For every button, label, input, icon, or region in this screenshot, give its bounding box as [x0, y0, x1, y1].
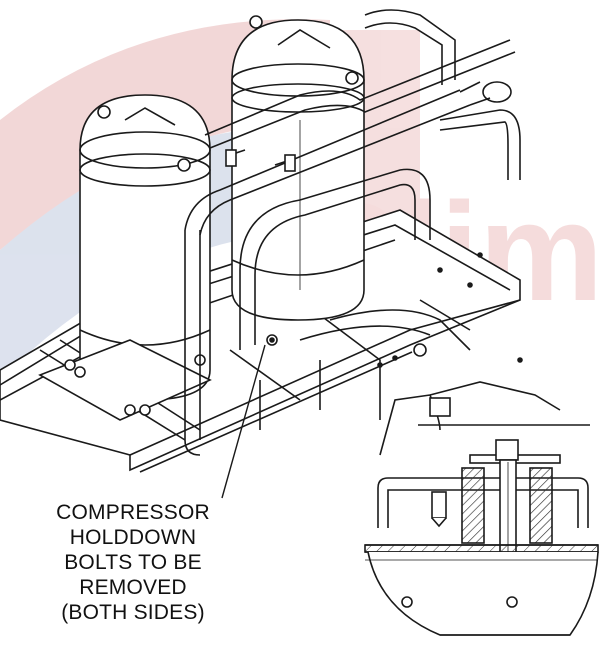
piping	[184, 9, 521, 456]
callout-leader-line	[221, 344, 266, 499]
callout-line-2: HOLDDOWN	[69, 526, 197, 549]
rear-compressor	[231, 15, 365, 321]
callout-line-3: BOLTS TO BE	[64, 551, 202, 574]
callout-line-1: COMPRESSOR	[56, 501, 210, 524]
callout-text: COMPRESSOR HOLDDOWN BOLTS TO BE REMOVED …	[10, 500, 256, 625]
bolt-detail-view	[364, 381, 599, 636]
callout-line-5: (BOTH SIDES)	[61, 601, 205, 624]
callout-line-4: REMOVED	[79, 576, 187, 599]
front-compressor	[38, 94, 212, 421]
